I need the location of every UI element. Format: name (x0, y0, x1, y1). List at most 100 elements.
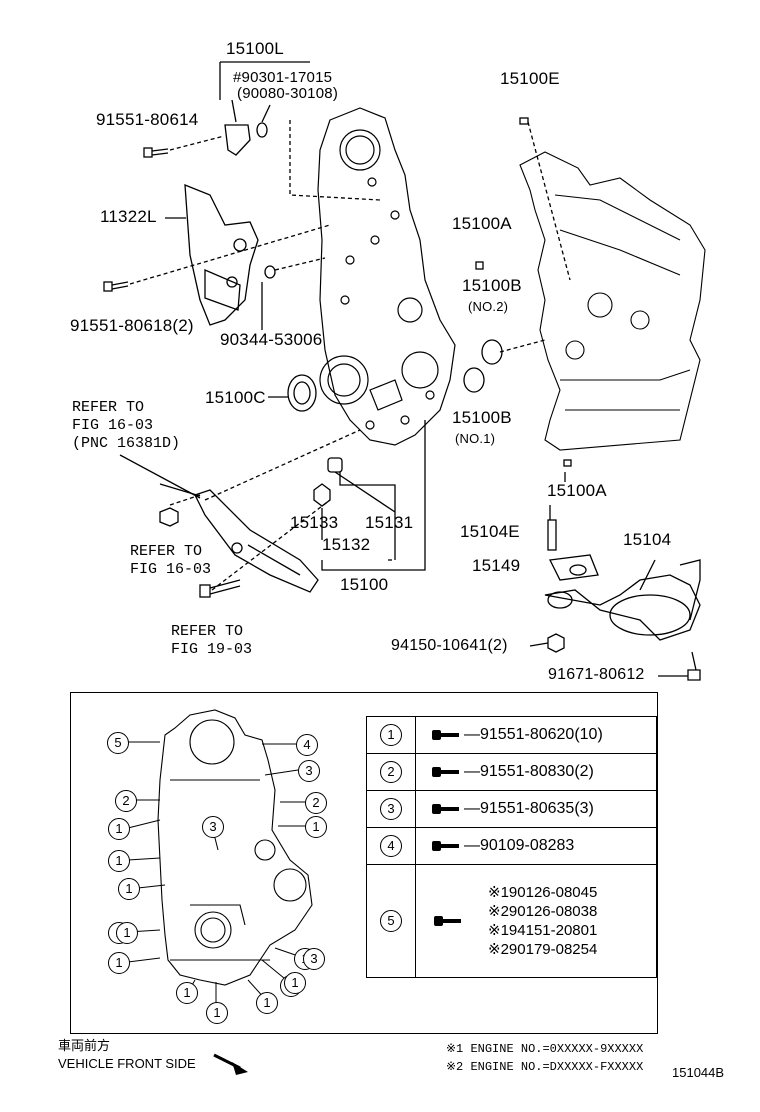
legend-row-2: 2 —91551-80830(2) (366, 753, 657, 791)
bolt-refer-19-illustration (199, 579, 241, 598)
label-15149[interactable]: 15149 (472, 556, 521, 575)
legend-number-circle: 3 (380, 798, 402, 820)
key-callout-14[interactable]: 1 (176, 982, 198, 1004)
bolt-icon (432, 729, 460, 741)
legend-row-5: 5 ※190126-08045 ※290126-08038 ※194151-20801… (366, 864, 657, 978)
key-callout-2[interactable]: 4 (296, 734, 318, 756)
vehicle-front-jp: 車両前方 (58, 1038, 111, 1053)
key-callout-7[interactable]: 1 (305, 816, 327, 838)
label-11322L[interactable]: 11322L (100, 207, 157, 226)
legend-part-line: —90109-08283 (416, 828, 656, 864)
bolt-icon (434, 915, 462, 927)
legend-part-line: —91551-80620(10) (416, 717, 656, 753)
key-callout-6[interactable]: 1 (108, 818, 130, 840)
key-callout-3[interactable]: 3 (298, 760, 320, 782)
label-15100[interactable]: 15100 (340, 575, 389, 594)
label-15100A-top[interactable]: 15100A (452, 214, 512, 233)
label-15133[interactable]: 15133 (290, 513, 339, 532)
legend-part-number[interactable]: —91551-80620(10) (464, 726, 603, 743)
legend-part-number[interactable]: ※194151-20801 (488, 922, 598, 939)
key-callout-12[interactable]: 1 (108, 952, 130, 974)
bolt-icon (432, 840, 460, 852)
legend-parts: ※190126-08045 ※290126-08038 ※194151-20801 ※… (415, 864, 657, 978)
label-15100B-no2[interactable]: 15100B (462, 276, 522, 295)
legend-parts: —91551-80620(10) (415, 716, 657, 754)
key-callout-1[interactable]: 5 (107, 732, 129, 754)
legend-number: 3 (366, 790, 416, 828)
illustration-code: 151044B (672, 1065, 725, 1080)
dowel-pins-illustration (475, 117, 572, 482)
legend-parts: —90109-08283 (415, 827, 657, 865)
sensor-illustration (219, 61, 310, 156)
engine-note-1: ※1 ENGINE NO.=0XXXXX-9XXXXX (446, 1042, 644, 1056)
refer-fig-16-03-line1: REFER TO (130, 543, 203, 560)
refer-fig-16-03-line2[interactable]: FIG 16-03 (130, 561, 212, 578)
label-91551-80614[interactable]: 91551-80614 (96, 110, 199, 129)
legend-number-circle: 4 (380, 835, 402, 857)
legend-number-circle: 1 (380, 724, 402, 746)
key-callout-15[interactable]: 1 (206, 1002, 228, 1024)
bolt-80614-illustration (143, 135, 225, 158)
legend-part-number[interactable]: ※190126-08045 (488, 884, 598, 901)
label-15104[interactable]: 15104 (623, 530, 672, 549)
label-15132[interactable]: 15132 (322, 535, 371, 554)
label-15104E[interactable]: 15104E (460, 522, 520, 541)
legend-number: 5 (366, 864, 416, 978)
key-callout-20[interactable]: 1 (116, 922, 138, 944)
legend-part-group: ※190126-08045 ※290126-08038 ※194151-20801 ※… (416, 865, 656, 977)
label-15100L[interactable]: 15100L (226, 39, 284, 58)
label-90344-53006[interactable]: 90344-53006 (220, 330, 323, 349)
tensioner-illustration (313, 420, 426, 571)
legend-parts: —91551-80635(3) (415, 790, 657, 828)
legend-part-number[interactable]: —91551-80830(2) (464, 763, 594, 780)
label-91551-80618[interactable]: 91551-80618(2) (70, 316, 194, 335)
key-callout-9[interactable]: 1 (118, 878, 140, 900)
bolt-icon (432, 766, 460, 778)
label-no2: (NO.2) (468, 299, 509, 314)
label-15100A-bottom[interactable]: 15100A (547, 481, 607, 500)
fastener-legend-table: 1 —91551-80620(10) 2 —91551-80830(2) 3 —91551… (366, 716, 657, 978)
o-rings-illustration (463, 339, 546, 393)
label-90301-17015[interactable]: #90301-17015 (233, 69, 333, 86)
legend-number-circle: 5 (380, 910, 402, 932)
adjusting-bar-illustration (119, 454, 319, 593)
label-94150-10641[interactable]: 94150-10641(2) (391, 637, 508, 654)
fasteners-bottom-illustration (529, 633, 701, 681)
key-callout-16[interactable]: 1 (256, 992, 278, 1014)
legend-part-line: —91551-80635(3) (416, 791, 656, 827)
label-15100B-no1[interactable]: 15100B (452, 408, 512, 427)
label-91671-80612[interactable]: 91671-80612 (548, 666, 645, 683)
legend-row-4: 4 —90109-08283 (366, 827, 657, 865)
label-90080-30108[interactable]: (90080-30108) (237, 85, 339, 102)
key-callout-10[interactable]: 3 (202, 816, 224, 838)
legend-part-number[interactable]: —91551-80635(3) (464, 800, 594, 817)
oil-seal-illustration (268, 374, 317, 412)
refer-fig-19-03-line1: REFER TO (171, 623, 244, 640)
refer-fig-19-03-line2[interactable]: FIG 19-03 (171, 641, 253, 658)
vehicle-front-side: VEHICLE FRONT SIDE (58, 1056, 196, 1071)
legend-number: 2 (366, 753, 416, 791)
key-callout-5[interactable]: 2 (305, 792, 327, 814)
engine-note-2: ※2 ENGINE NO.=DXXXXX-FXXXXX (446, 1060, 644, 1074)
legend-part-number[interactable]: ※290179-08254 (488, 941, 598, 958)
key-callout-4[interactable]: 2 (115, 790, 137, 812)
refer-fig-16-03-pnc-line2[interactable]: FIG 16-03 (72, 417, 154, 434)
bolt-80618-illustration (103, 224, 331, 292)
key-callout-19[interactable]: 1 (284, 972, 306, 994)
legend-part-number[interactable]: —90109-08283 (464, 837, 575, 854)
bolt-location-key (70, 692, 658, 1034)
label-15100E[interactable]: 15100E (500, 69, 560, 88)
legend-row-1: 1 —91551-80620(10) (366, 716, 657, 754)
key-callout-8[interactable]: 1 (108, 850, 130, 872)
legend-number: 1 (366, 716, 416, 754)
legend-part-number[interactable]: ※290126-08038 (488, 903, 598, 920)
legend-part-line: —91551-80830(2) (416, 754, 656, 790)
timing-cover-illustration (317, 107, 456, 446)
key-callout-18[interactable]: 3 (303, 948, 325, 970)
label-15100C[interactable]: 15100C (205, 388, 266, 407)
label-15131[interactable]: 15131 (365, 513, 414, 532)
key-cover-outline (157, 709, 313, 986)
label-no1: (NO.1) (455, 431, 496, 446)
bolt-icon (432, 803, 460, 815)
